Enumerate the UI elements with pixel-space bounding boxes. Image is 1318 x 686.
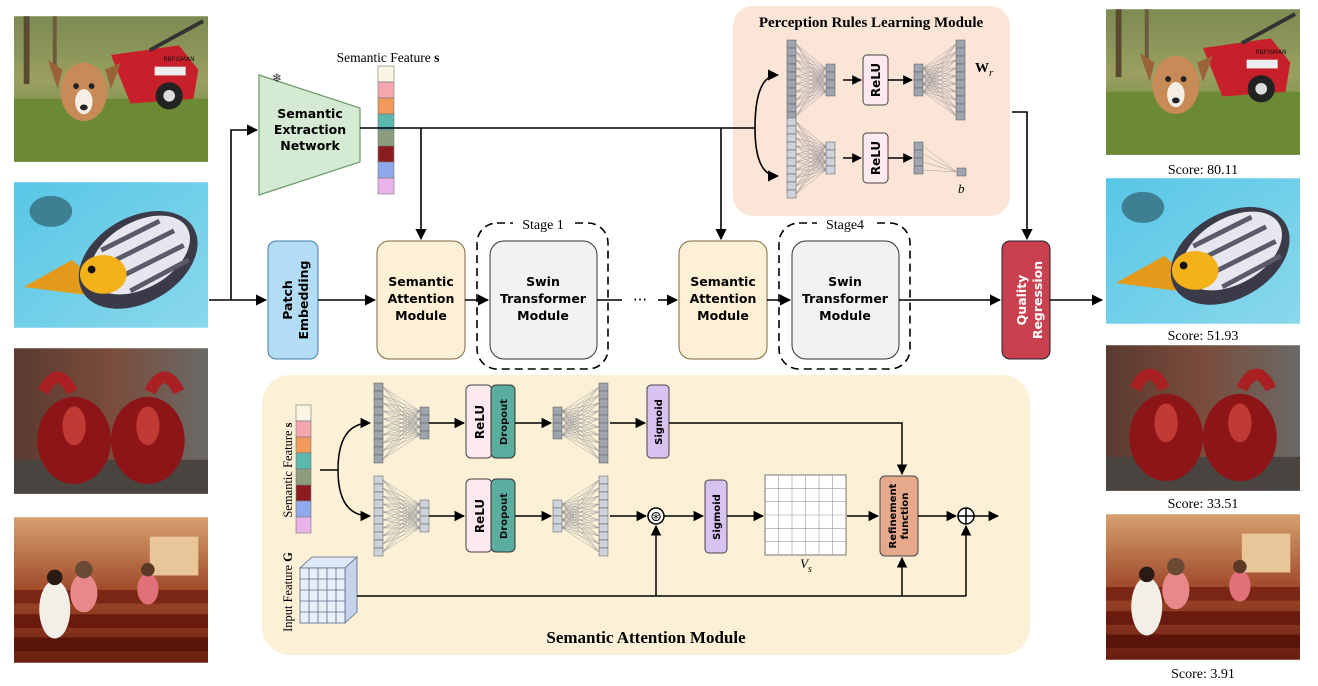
score-label: Score: 33.51 [1168, 497, 1239, 512]
feature-cell [377, 129, 395, 147]
feature-cell [377, 97, 395, 115]
w-r-label: Wr [975, 61, 994, 79]
feature-cell [377, 81, 395, 99]
score-label: Score: 80.11 [1168, 163, 1238, 178]
svg-text:Dropout: Dropout [499, 399, 510, 445]
ellipsis: ··· [633, 291, 647, 309]
score-label: Score: 3.91 [1171, 667, 1235, 682]
svg-text:ReLU: ReLU [869, 63, 883, 97]
input-image-butterflyfish [14, 182, 215, 329]
output-image-blurry-red-figurines [1106, 345, 1300, 491]
image-badge-text: RBFISMAN [163, 56, 194, 63]
sam-dropout-box-1 [490, 384, 516, 459]
perception-rules-networks [786, 39, 967, 199]
feature-cell [295, 420, 312, 438]
feature-cell [295, 452, 312, 470]
svg-text:QualityRegression: QualityRegression [1014, 261, 1045, 339]
input-feature-cube [298, 556, 359, 624]
output-image-butterflyfish [1106, 178, 1307, 325]
pipeline-arrows [209, 69, 1104, 306]
perception-rules-title: Perception Rules Learning Module [759, 15, 984, 31]
refinement-function-box [879, 475, 919, 557]
input-image-dog-with-lawnmower [14, 16, 208, 162]
sam-arrows [320, 417, 1000, 597]
image-badge-text: RBFISMAN [1255, 49, 1286, 56]
snowflake-icon: ❄ [272, 71, 282, 85]
input-images: RBFISMAN [14, 16, 215, 663]
svg-text:Sigmoid: Sigmoid [654, 399, 665, 445]
svg-text:ReLU: ReLU [473, 405, 487, 439]
output-image-dog-with-lawnmower [1106, 9, 1300, 155]
vs-label: Vs [800, 556, 812, 575]
sam-networks [373, 382, 609, 557]
feature-cell [377, 161, 395, 179]
feature-cell [377, 145, 395, 163]
stage1-label: Stage 1 [522, 218, 564, 233]
svg-text:Refinementfunction: Refinementfunction [888, 483, 911, 548]
semantic-attention-title: Semantic Attention Module [546, 628, 746, 647]
output-image-motion-blur-children [1106, 514, 1300, 660]
svg-text:PatchEmbedding: PatchEmbedding [280, 260, 311, 339]
semantic-feature-label: Semantic Feature s [337, 50, 440, 65]
feature-cell [377, 177, 395, 195]
stage1-label-bg [513, 216, 573, 232]
feature-cell [295, 484, 312, 502]
stage4-label-bg [817, 216, 873, 232]
semantic-extraction-network [258, 74, 361, 196]
svg-text:Dropout: Dropout [499, 493, 510, 539]
semantic-feature-vector [377, 65, 395, 195]
stage4-label: Stage4 [826, 218, 864, 233]
input-image-motion-blur-children [14, 517, 208, 663]
sam-semantic-feature-label: Semantic Feature s [281, 422, 295, 517]
svg-text:Sigmoid: Sigmoid [712, 494, 723, 540]
score-label: Score: 51.93 [1168, 329, 1239, 344]
sam-semantic-feature-vector [295, 404, 312, 534]
multiply-operator-glyph: ⊛ [650, 509, 662, 525]
feature-cell [377, 65, 395, 83]
feature-cell [295, 468, 312, 486]
svg-text:ReLU: ReLU [869, 141, 883, 175]
svg-text:ReLU: ReLU [473, 499, 487, 533]
perception-rules-panel [733, 6, 1010, 216]
feature-cell [295, 436, 312, 454]
input-image-blurry-red-figurines [14, 348, 208, 494]
vs-attention-map [764, 474, 847, 556]
sigmoid-box-1 [646, 384, 670, 459]
input-feature-label: Input Feature G [281, 552, 295, 632]
feature-cell [295, 404, 312, 422]
feature-cell [295, 516, 312, 534]
prl-inner-arrows [843, 75, 913, 163]
feature-cell [295, 500, 312, 518]
b-label: b [958, 181, 965, 196]
